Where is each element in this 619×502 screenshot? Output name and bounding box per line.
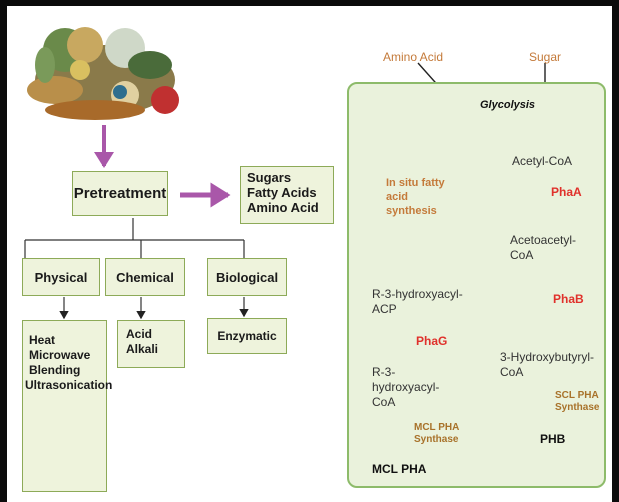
acetoacetyl-coa-node: Acetoacetyl- CoA xyxy=(510,233,577,262)
acetyl-coa-node: Acetyl-CoA xyxy=(512,154,573,168)
method-chemical-label: Chemical xyxy=(116,269,174,285)
phb-product: PHB xyxy=(540,432,566,446)
hydroxybutyryl-coa-node: 3-Hydroxybutyryl- CoA xyxy=(500,350,595,379)
pretreatment-box: Pretreatment xyxy=(72,171,168,216)
biomass-illustration xyxy=(27,27,179,120)
method-physical-box: Physical xyxy=(22,258,100,296)
detail-enzymatic: Enzymatic xyxy=(217,329,277,343)
r3-hydroxyacyl-coa-node: R-3- hydroxyacyl- CoA xyxy=(372,365,440,409)
detail-microwave: Microwave xyxy=(29,348,91,362)
outputs-box: Sugars Fatty Acids Amino Acid xyxy=(240,166,334,224)
amino-acid-label: Amino Acid xyxy=(383,50,444,64)
mcl-pha-synthase-label: MCL PHA Synthase xyxy=(414,422,460,445)
output-fatty-acids: Fatty Acids xyxy=(247,185,317,200)
method-biological-label: Biological xyxy=(215,269,279,285)
physical-details-box: Heat Microwave Blending Ultrasonication xyxy=(22,320,113,492)
metabolic-pathway-panel xyxy=(347,82,606,488)
r3-hydroxyacyl-acp-node: R-3-hydroxyacyl- ACP xyxy=(372,287,463,316)
method-chemical-box: Chemical xyxy=(105,258,185,296)
detail-heat: Heat xyxy=(29,333,56,347)
output-sugars: Sugars xyxy=(247,170,292,185)
detail-acid: Acid xyxy=(126,327,153,341)
detail-blending: Blending xyxy=(29,363,81,377)
phaA-enzyme-label: PhaA xyxy=(551,185,582,199)
phaB-enzyme-label: PhaB xyxy=(553,292,584,306)
method-physical-label: Physical xyxy=(34,269,88,285)
chemical-details-box: Acid Alkali xyxy=(117,320,185,368)
detail-ultrasonication: Ultrasonication xyxy=(25,378,113,392)
phaG-enzyme-label: PhaG xyxy=(416,334,448,348)
in-situ-synthesis-node: In situ fatty acid synthesis xyxy=(386,177,445,217)
pretreatment-label: Pretreatment xyxy=(73,185,167,202)
scl-pha-synthase-label: SCL PHA Synthase xyxy=(555,390,600,413)
sugar-label: Sugar xyxy=(529,50,562,64)
output-amino-acid: Amino Acid xyxy=(247,200,319,215)
detail-alkali: Alkali xyxy=(126,342,159,356)
method-biological-box: Biological xyxy=(207,258,287,296)
biological-details-box: Enzymatic xyxy=(207,318,287,354)
mcl-pha-product: MCL PHA xyxy=(372,462,427,476)
glycolysis-label: Glycolysis xyxy=(480,99,536,111)
